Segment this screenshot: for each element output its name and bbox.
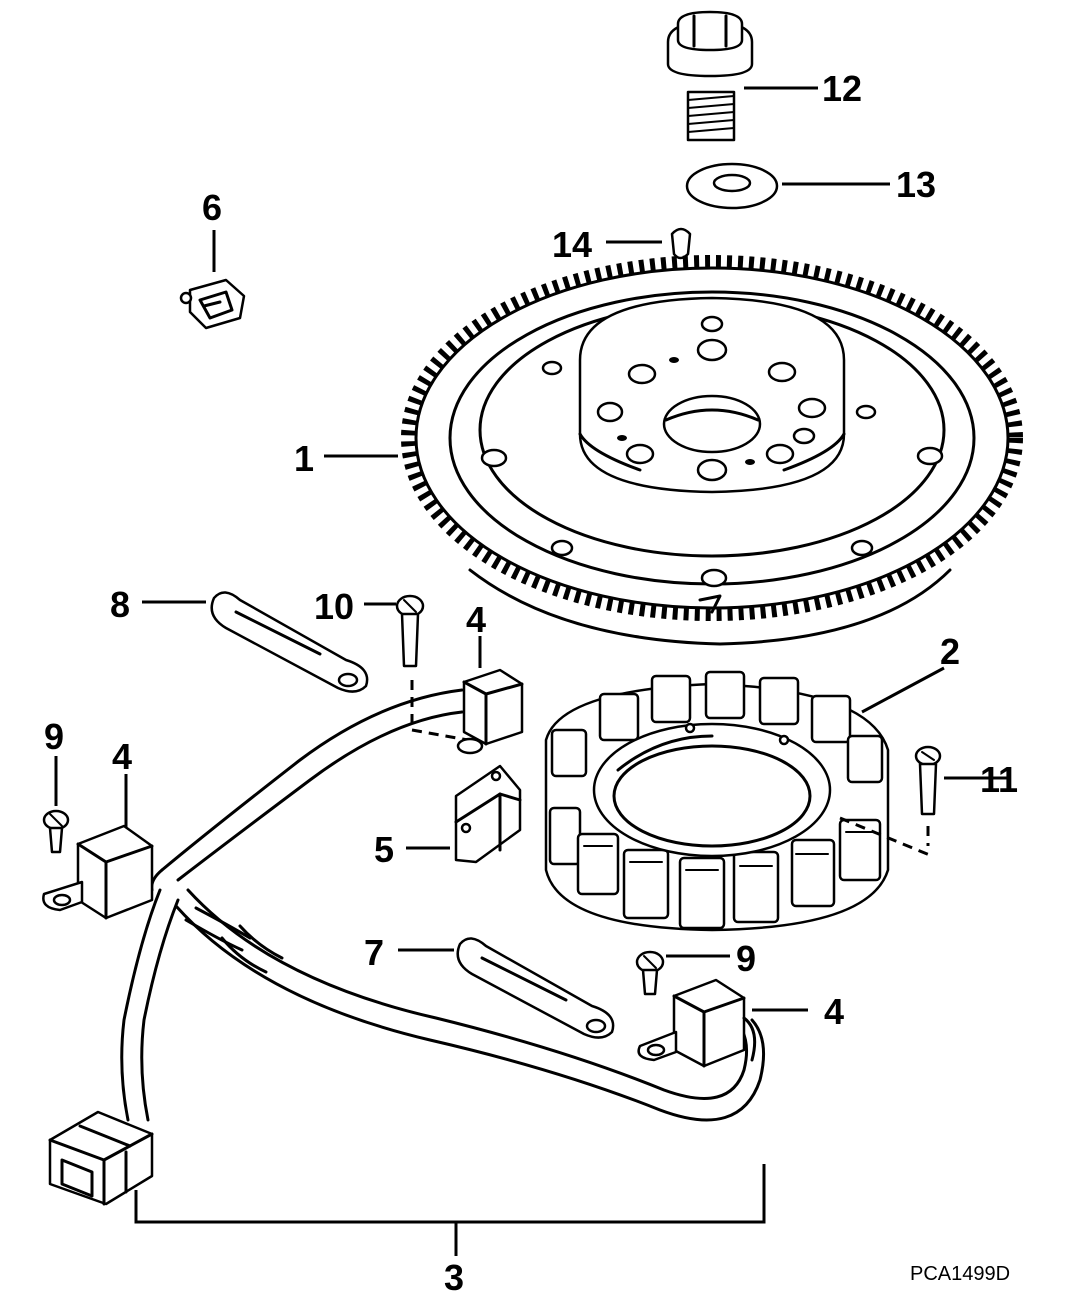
block-part-5: [454, 764, 522, 864]
callout-13: 13: [896, 164, 936, 205]
screw-part-9-right: [635, 950, 665, 996]
callout-8: 8: [110, 584, 130, 625]
callout-4-upper: 4: [466, 599, 486, 640]
callout-1: 1: [294, 438, 314, 479]
pickup-part-4-upper: [456, 668, 524, 755]
clamp-strap-part-8: [210, 591, 369, 693]
callout-4-left: 4: [112, 736, 132, 777]
callout-12: 12: [822, 68, 862, 109]
callout-10: 10: [314, 586, 354, 627]
callout-7: 7: [364, 932, 384, 973]
key-part-14: [670, 227, 692, 260]
pickup-part-4-left: [42, 824, 154, 920]
leader-lines: [54, 86, 1010, 1012]
harness-bracket: [134, 1164, 766, 1256]
harness-connector: [48, 1110, 154, 1206]
callout-14: 14: [552, 224, 592, 265]
callout-4-right: 4: [824, 991, 844, 1032]
stator-part-2: [544, 670, 890, 932]
callout-6: 6: [202, 187, 222, 228]
pickup-part-4-right: [637, 978, 757, 1068]
drawing-code: PCA1499D: [910, 1263, 1010, 1285]
callout-2: 2: [940, 631, 960, 672]
flywheel-part-1: [401, 255, 1023, 646]
screw-part-10: [395, 594, 469, 742]
callout-11: 11: [980, 759, 1018, 800]
callout-5: 5: [374, 829, 394, 870]
clip-part-6: [179, 278, 246, 330]
callout-labels: 12 13 14 6 1 2 8 10 4 9 4 11 5 7 9 4 3: [44, 68, 1018, 1298]
screw-part-9-left: [42, 809, 70, 854]
flange-bolt-part-12: [666, 10, 754, 142]
wire-harness-part-3: [120, 688, 766, 1122]
washer-part-13: [685, 162, 779, 210]
callout-9-right: 9: [736, 938, 756, 979]
clamp-strap-part-7: [456, 937, 615, 1039]
screw-part-11: [839, 745, 942, 858]
callout-3: 3: [444, 1257, 464, 1298]
callout-9-left: 9: [44, 716, 64, 757]
